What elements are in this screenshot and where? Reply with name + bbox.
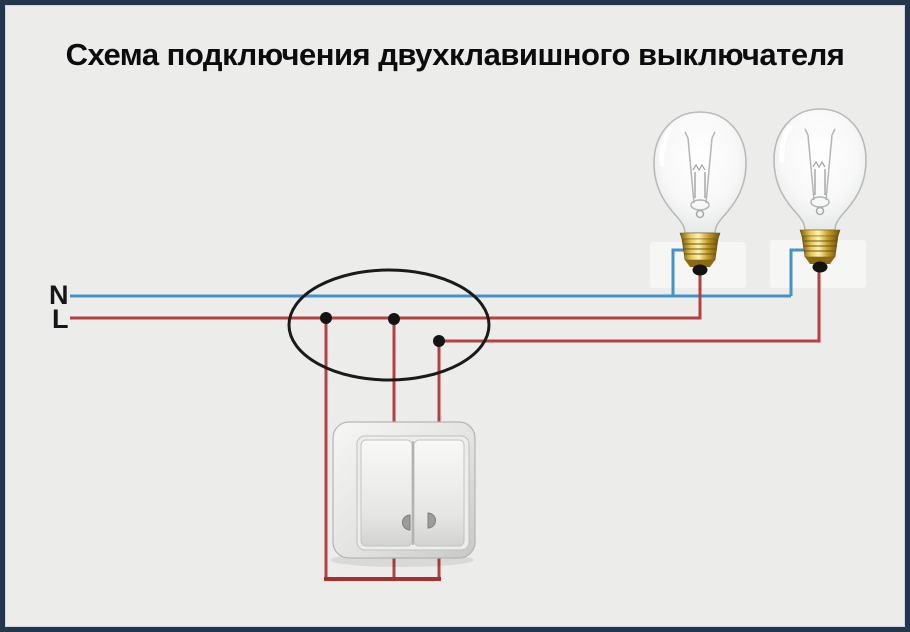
phase-main-run-to-lamp-left: [70, 271, 702, 320]
phase-branch-to-lamp-right: [439, 267, 821, 343]
junction-box: [287, 268, 491, 382]
junction-dot-gang2: [433, 335, 445, 347]
page-title: Схема подключения двухклавишного выключа…: [65, 37, 845, 72]
switch-rocker-right: [413, 439, 465, 547]
neutral-wire-label: N: [49, 280, 69, 310]
lamp-left-icon: [654, 112, 746, 276]
phase-wire-label: L: [52, 304, 69, 334]
junction-dots: [320, 312, 445, 347]
lamp-right-icon: [774, 109, 866, 273]
two-gang-switch-icon: [330, 421, 476, 567]
switch-rocker-left: [360, 439, 413, 547]
junction-dot-gang1: [388, 313, 400, 325]
junction-dot-feed: [320, 312, 332, 324]
switch-emblem-left: [402, 514, 411, 531]
neutral-drop-lamp-right: [789, 248, 809, 296]
switch-emblem-right: [427, 512, 436, 529]
